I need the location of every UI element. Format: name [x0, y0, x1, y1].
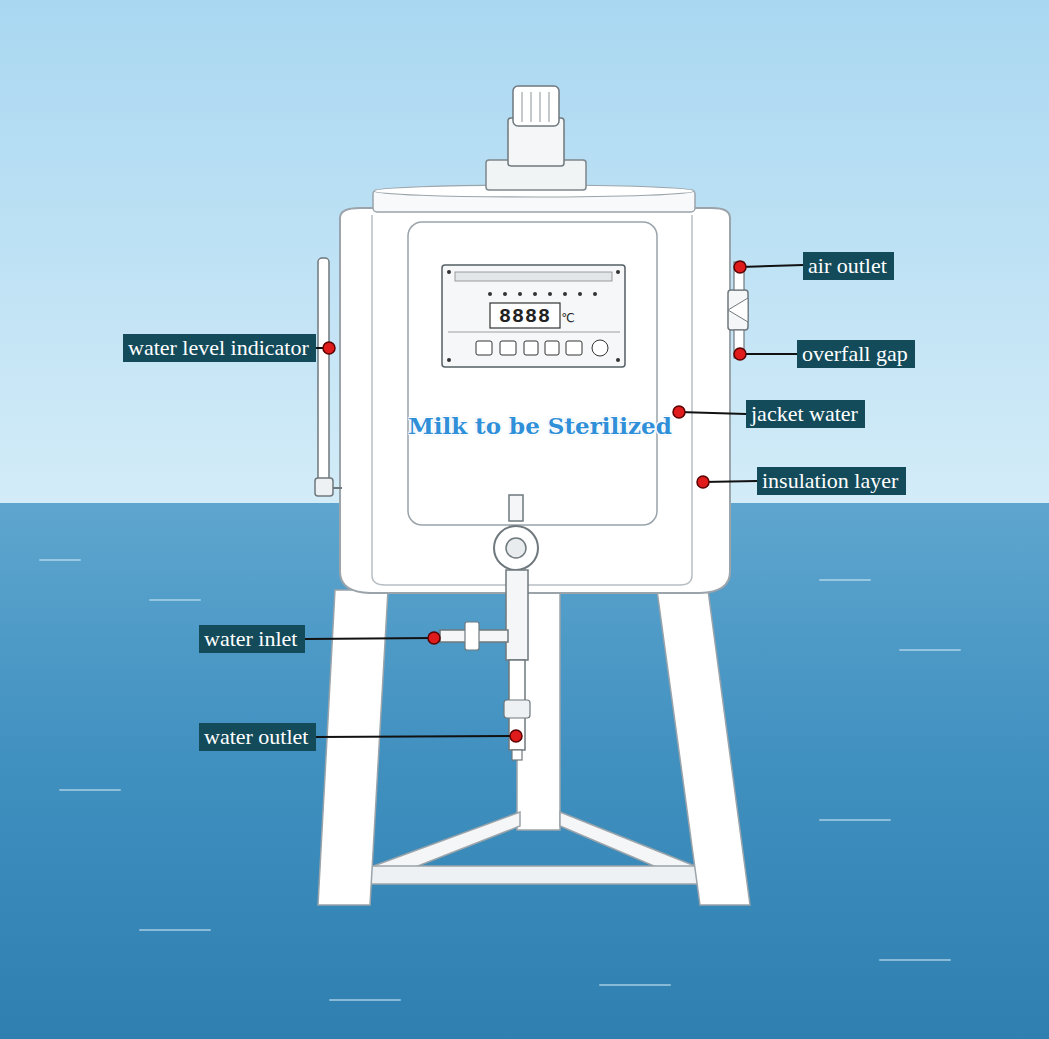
control-panel [442, 265, 625, 367]
fin [531, 92, 532, 122]
level-tube [318, 258, 329, 490]
screw [447, 358, 451, 362]
screw [616, 358, 620, 362]
marker-dot [734, 348, 746, 360]
unit-symbol: ℃ [561, 311, 574, 325]
panel-buttons [476, 340, 608, 356]
marker-dot [510, 730, 522, 742]
led [578, 292, 582, 296]
tank-body [340, 208, 730, 593]
button [545, 341, 559, 355]
callout-box: insulation layer [757, 467, 906, 495]
callout-label: jacket water [751, 402, 858, 426]
button [500, 341, 516, 355]
right-leg [657, 590, 750, 905]
display-digits: 8888 [499, 305, 551, 328]
led [593, 292, 597, 296]
led [563, 292, 567, 296]
outlet-nozzle [512, 750, 522, 760]
callout-box: overfall gap [797, 340, 915, 368]
button [524, 341, 538, 355]
level-pipe [333, 487, 342, 489]
fin [522, 92, 523, 122]
callout-box: air outlet [803, 252, 894, 280]
led [533, 292, 537, 296]
wave [140, 929, 210, 931]
screw [447, 270, 451, 274]
button [592, 340, 608, 356]
led [518, 292, 522, 296]
marker-dot [323, 342, 335, 354]
button [476, 341, 492, 355]
air-valve [728, 290, 748, 330]
outlet-valve [494, 526, 538, 570]
leader-line [740, 265, 803, 267]
marker-dot [734, 261, 746, 273]
panel-screws [447, 270, 620, 362]
outer-frame [372, 215, 692, 585]
wave [40, 559, 80, 561]
level-fitting [315, 478, 333, 496]
callout-label: water inlet [204, 627, 297, 651]
callout-box: water inlet [199, 625, 305, 653]
callout-label: water outlet [204, 725, 308, 749]
leader-line [679, 412, 746, 414]
wave [820, 819, 890, 821]
wave [880, 959, 950, 961]
callout-box: water level indicator [123, 334, 316, 362]
fin [540, 92, 541, 122]
marker-dot [697, 476, 709, 488]
callout-label: insulation layer [762, 469, 898, 493]
wave [820, 579, 870, 581]
wave [330, 999, 400, 1001]
leader-line [740, 353, 797, 355]
callout-box: jacket water [746, 400, 865, 428]
led [503, 292, 507, 296]
wave [600, 984, 670, 986]
inlet-valve [465, 622, 479, 650]
panel-leds [488, 292, 597, 296]
panel-divider [448, 332, 620, 333]
callout-box: water outlet [199, 723, 316, 751]
left-leg [318, 590, 388, 905]
wave [60, 789, 120, 791]
motor [513, 86, 559, 126]
marker-dots [323, 261, 746, 742]
valve-body [728, 298, 748, 322]
led [488, 292, 492, 296]
bottom-bar [362, 866, 704, 884]
leader-line [305, 638, 434, 639]
marker-dot [428, 632, 440, 644]
callout-label: overfall gap [802, 342, 908, 366]
callout-label: water level indicator [128, 336, 309, 360]
tank-content-label: Milk to be Sterilized [408, 412, 672, 439]
leader-line [316, 736, 516, 737]
wave [150, 599, 200, 601]
valve-handle [506, 538, 526, 558]
fin [549, 92, 550, 122]
button [566, 341, 582, 355]
valve-stem [509, 495, 523, 521]
callout-label: air outlet [808, 254, 887, 278]
drain-pipe [506, 570, 528, 660]
motor-fins [522, 92, 549, 122]
panel-header [455, 272, 612, 281]
wave [900, 649, 960, 651]
sea-background [0, 503, 1049, 1039]
outlet-valve-body [504, 700, 530, 718]
inner-frame [408, 222, 657, 525]
sea-waves [40, 560, 960, 1000]
screw [616, 270, 620, 274]
temperature-display [490, 303, 560, 328]
leader-lines [305, 265, 803, 737]
led [548, 292, 552, 296]
marker-dot [673, 406, 685, 418]
leader-line [703, 481, 757, 482]
